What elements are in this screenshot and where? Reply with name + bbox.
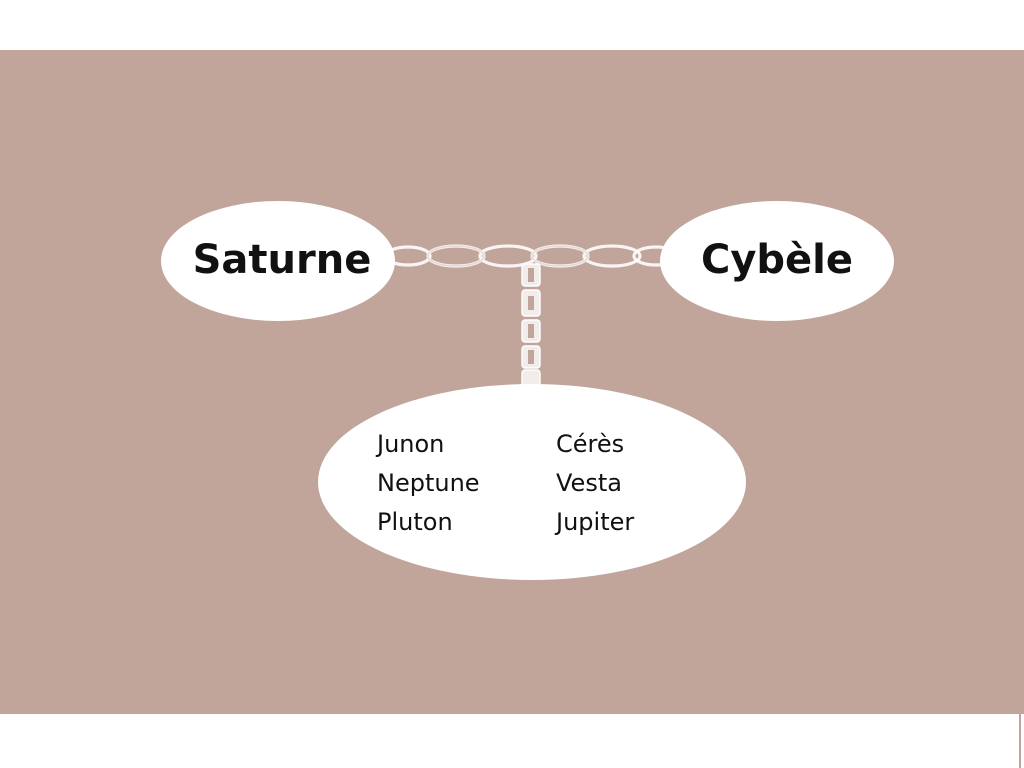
chain-link	[478, 244, 538, 268]
child-name: Junon	[375, 430, 444, 458]
parent-name-left: Saturne	[193, 237, 372, 283]
child-name: Neptune	[377, 469, 480, 497]
chain-link-shade	[427, 245, 485, 267]
children-node: Junon Neptune Pluton Cérès Vesta Jupiter	[318, 384, 746, 580]
edge-accent	[1019, 714, 1021, 768]
chain-segment-hole	[528, 350, 534, 364]
chain-link	[582, 244, 642, 268]
child-name: Jupiter	[554, 508, 634, 536]
chain-link-shade	[531, 245, 589, 267]
chain-segment-hole	[528, 268, 534, 282]
chain-segment-hole	[528, 296, 534, 310]
parent-node-right-shape	[660, 201, 894, 321]
chain-segment-hole	[528, 324, 534, 338]
descent-chain	[521, 263, 541, 389]
parent-node-left-shape	[161, 201, 395, 321]
child-name: Cérès	[556, 430, 624, 458]
children-node-shape	[318, 384, 746, 580]
child-name: Vesta	[556, 469, 622, 497]
parent-node-left: Saturne	[161, 201, 395, 321]
child-name: Pluton	[377, 508, 453, 536]
background-band	[0, 50, 1024, 714]
parent-name-right: Cybèle	[701, 237, 853, 283]
marriage-chain	[384, 244, 680, 268]
parent-node-right: Cybèle	[660, 201, 894, 321]
